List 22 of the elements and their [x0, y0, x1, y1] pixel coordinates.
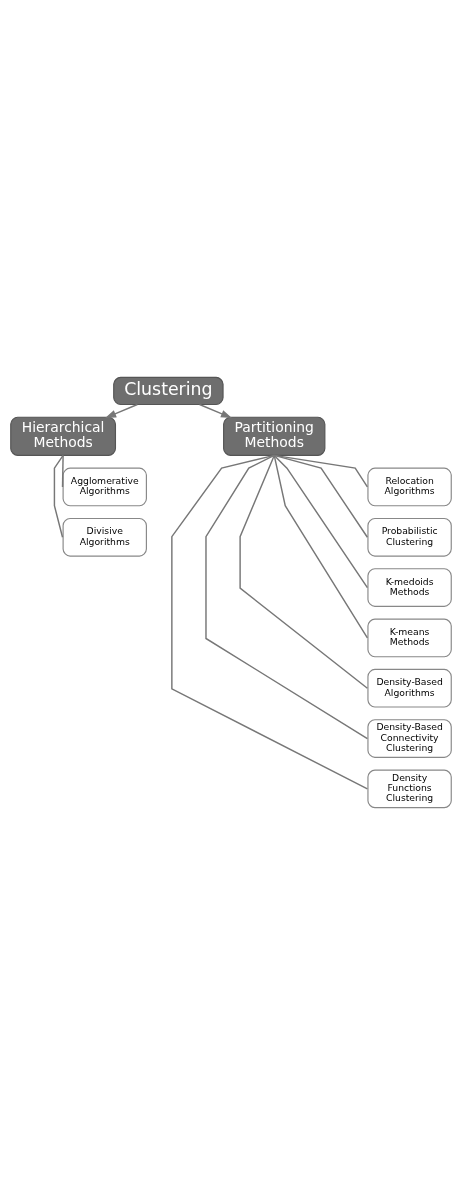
connector — [273, 454, 369, 639]
arrow — [105, 403, 139, 418]
node-box: Density-Based Connectivity Clustering — [367, 718, 452, 758]
node-box: Hierarchical Methods — [10, 416, 117, 456]
node-box: K-medoids Methods — [367, 567, 452, 607]
connector — [61, 454, 64, 488]
connector — [171, 454, 369, 790]
node-box: Density Functions Clustering — [367, 769, 452, 808]
connector — [53, 454, 64, 538]
node-box: Agglomerative Algorithms — [62, 467, 147, 506]
node-box: Density-Based Algorithms — [367, 668, 452, 708]
connector — [273, 454, 369, 538]
node-box: Relocation Algorithms — [367, 467, 452, 506]
connector — [273, 454, 369, 588]
connector — [239, 454, 369, 689]
node-box: Divisive Algorithms — [62, 517, 147, 557]
node-box: Partitioning Methods — [223, 416, 326, 456]
node-box: Clustering — [113, 376, 224, 405]
node-box: K-means Methods — [367, 618, 452, 657]
node-box: Probabilistic Clustering — [367, 517, 452, 557]
arrow — [198, 403, 232, 418]
connector — [205, 454, 369, 739]
